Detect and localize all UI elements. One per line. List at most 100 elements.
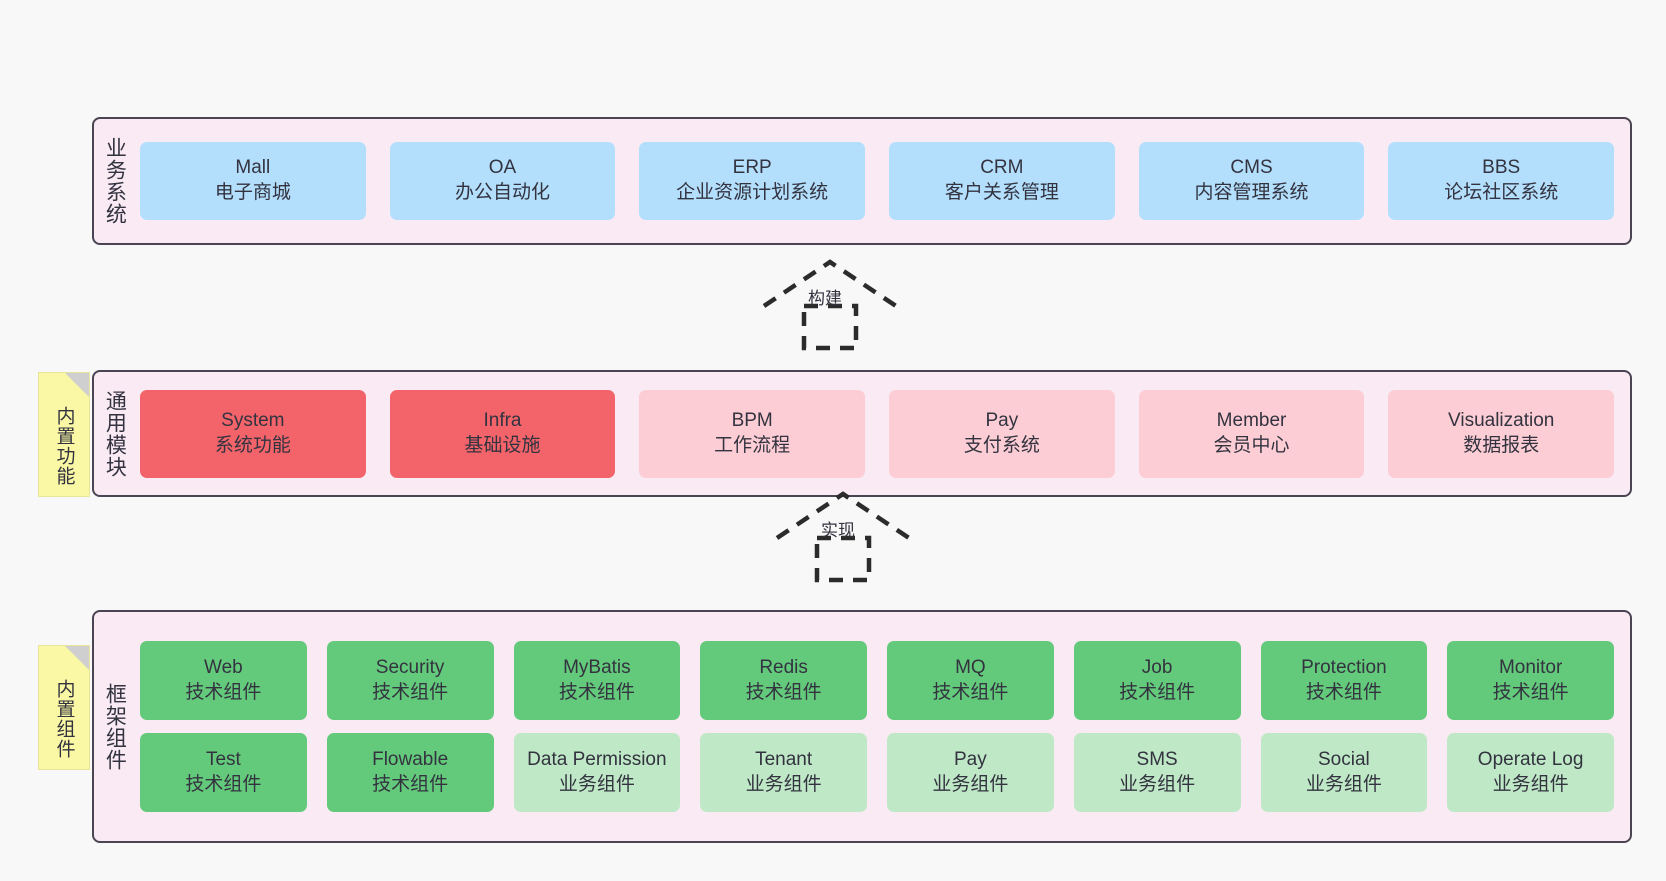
box-cms-sub: 内容管理系统: [1194, 182, 1309, 203]
box-tenant-name: Tenant: [755, 748, 813, 770]
box-security-sub: 技术组件: [372, 681, 449, 703]
note-fold-icon: [65, 646, 89, 670]
box-visualization[interactable]: Visualization 数据报表: [1388, 389, 1615, 478]
box-bbs-name: BBS: [1482, 157, 1521, 179]
box-job[interactable]: Job 技术组件: [1073, 641, 1241, 720]
box-mall[interactable]: Mall 电子商城: [140, 142, 366, 220]
box-web-sub: 技术组件: [185, 681, 262, 703]
box-flowable[interactable]: Flowable 技术组件: [326, 733, 494, 812]
box-redis-name: Redis: [759, 656, 808, 678]
box-social-sub: 业务组件: [1305, 773, 1382, 795]
box-monitor[interactable]: Monitor 技术组件: [1447, 641, 1614, 720]
framework-component-row-1: Web 技术组件 Security 技术组件 MyBatis 技术组件 Redi…: [140, 641, 1614, 720]
box-protection-sub: 技术组件: [1305, 681, 1382, 703]
box-mq-name: MQ: [955, 656, 986, 678]
note-fold-icon: [65, 373, 89, 397]
box-system-sub: 系统功能: [214, 434, 291, 456]
layer-common-module: 通用模块 System 系统功能 Infra 基础设施 BPM 工作流程 Pay…: [92, 370, 1632, 497]
box-cms-name: CMS: [1230, 157, 1273, 179]
box-pay-component-sub: 业务组件: [932, 773, 1009, 795]
box-monitor-name: Monitor: [1498, 656, 1563, 678]
box-flowable-sub: 技术组件: [372, 773, 449, 795]
box-data-permission-sub: 业务组件: [558, 773, 635, 795]
box-bpm[interactable]: BPM 工作流程: [639, 389, 866, 478]
box-erp[interactable]: ERP 企业资源计划系统: [639, 142, 866, 220]
framework-component-row-2: Test 技术组件 Flowable 技术组件 Data Permission …: [140, 733, 1614, 812]
box-test[interactable]: Test 技术组件: [140, 733, 307, 812]
box-system-name: System: [221, 409, 285, 431]
box-social[interactable]: Social 业务组件: [1260, 733, 1428, 812]
box-test-name: Test: [205, 748, 241, 770]
note-builtin-component: 内置组件: [38, 645, 90, 770]
box-web-name: Web: [204, 656, 243, 678]
box-oa-name: OA: [488, 157, 517, 179]
box-mq[interactable]: MQ 技术组件: [887, 641, 1054, 720]
box-pay-module-sub: 支付系统: [963, 434, 1040, 456]
box-pay-component[interactable]: Pay 业务组件: [887, 733, 1054, 812]
box-oa[interactable]: OA 办公自动化: [389, 142, 616, 220]
box-mybatis[interactable]: MyBatis 技术组件: [513, 641, 681, 720]
box-social-name: Social: [1318, 748, 1370, 770]
layer-body-common-module: System 系统功能 Infra 基础设施 BPM 工作流程 Pay 支付系统…: [134, 372, 1630, 495]
layer-title-framework-component: 框架组件: [103, 682, 127, 771]
box-pay-module[interactable]: Pay 支付系统: [889, 389, 1115, 478]
arrow-implement-label: 实现: [821, 521, 855, 540]
box-member-name: Member: [1216, 409, 1287, 431]
box-test-sub: 技术组件: [185, 773, 262, 795]
box-mq-sub: 技术组件: [932, 681, 1009, 703]
arrow-build-label: 构建: [808, 289, 842, 308]
box-system[interactable]: System 系统功能: [140, 389, 366, 478]
box-redis[interactable]: Redis 技术组件: [700, 641, 867, 720]
box-job-sub: 技术组件: [1119, 681, 1196, 703]
box-visualization-sub: 数据报表: [1463, 434, 1540, 456]
box-visualization-name: Visualization: [1448, 409, 1555, 431]
note-builtin-component-text: 内置组件: [53, 678, 75, 759]
box-crm[interactable]: CRM 客户关系管理: [889, 142, 1115, 220]
box-member[interactable]: Member 会员中心: [1138, 389, 1365, 478]
arrow-build: 构建: [760, 258, 900, 351]
arrow-implement-head: [775, 491, 911, 540]
box-sms-sub: 业务组件: [1119, 773, 1196, 795]
box-infra[interactable]: Infra 基础设施: [389, 389, 616, 478]
box-bbs-sub: 论坛社区系统: [1444, 182, 1559, 203]
note-builtin-function: 内置功能: [38, 372, 90, 497]
layer-business-system: 业务系统 Mall 电子商城 OA 办公自动化 ERP 企业资源计划系统 CRM…: [92, 117, 1632, 245]
box-protection[interactable]: Protection 技术组件: [1260, 641, 1428, 720]
layer-body-framework-component: Web 技术组件 Security 技术组件 MyBatis 技术组件 Redi…: [134, 612, 1630, 841]
box-operate-log-sub: 业务组件: [1492, 773, 1569, 795]
box-sms[interactable]: SMS 业务组件: [1073, 733, 1241, 812]
box-member-sub: 会员中心: [1213, 434, 1290, 456]
box-infra-sub: 基础设施: [464, 434, 541, 456]
box-mybatis-name: MyBatis: [563, 656, 631, 678]
box-crm-sub: 客户关系管理: [944, 182, 1059, 203]
box-pay-module-name: Pay: [985, 409, 1019, 431]
box-monitor-sub: 技术组件: [1492, 681, 1569, 703]
box-tenant[interactable]: Tenant 业务组件: [700, 733, 867, 812]
box-oa-sub: 办公自动化: [455, 182, 551, 203]
layer-framework-component: 框架组件 Web 技术组件 Security 技术组件 MyBatis 技术组件…: [92, 610, 1632, 843]
box-protection-name: Protection: [1301, 656, 1387, 678]
arrow-build-stem: [801, 303, 859, 351]
arrow-implement-stem: [814, 535, 872, 583]
arrow-implement: 实现: [773, 490, 913, 583]
box-pay-component-name: Pay: [954, 748, 987, 770]
box-flowable-name: Flowable: [372, 748, 449, 770]
box-erp-sub: 企业资源计划系统: [676, 182, 829, 203]
box-mall-sub: 电子商城: [214, 182, 291, 203]
box-bpm-name: BPM: [731, 409, 773, 431]
box-data-permission[interactable]: Data Permission 业务组件: [513, 733, 681, 812]
box-operate-log[interactable]: Operate Log 业务组件: [1447, 733, 1614, 812]
box-bbs[interactable]: BBS 论坛社区系统: [1388, 142, 1615, 220]
box-sms-name: SMS: [1136, 748, 1178, 770]
common-module-row: System 系统功能 Infra 基础设施 BPM 工作流程 Pay 支付系统…: [140, 389, 1615, 478]
box-redis-sub: 技术组件: [745, 681, 822, 703]
box-web[interactable]: Web 技术组件: [140, 641, 307, 720]
box-security[interactable]: Security 技术组件: [326, 641, 494, 720]
box-operate-log-name: Operate Log: [1477, 748, 1584, 770]
box-cms[interactable]: CMS 内容管理系统: [1138, 142, 1365, 220]
box-crm-name: CRM: [980, 157, 1024, 179]
arrow-build-head: [762, 259, 898, 308]
box-erp-name: ERP: [732, 157, 772, 179]
layer-title-common-module: 通用模块: [103, 389, 127, 478]
